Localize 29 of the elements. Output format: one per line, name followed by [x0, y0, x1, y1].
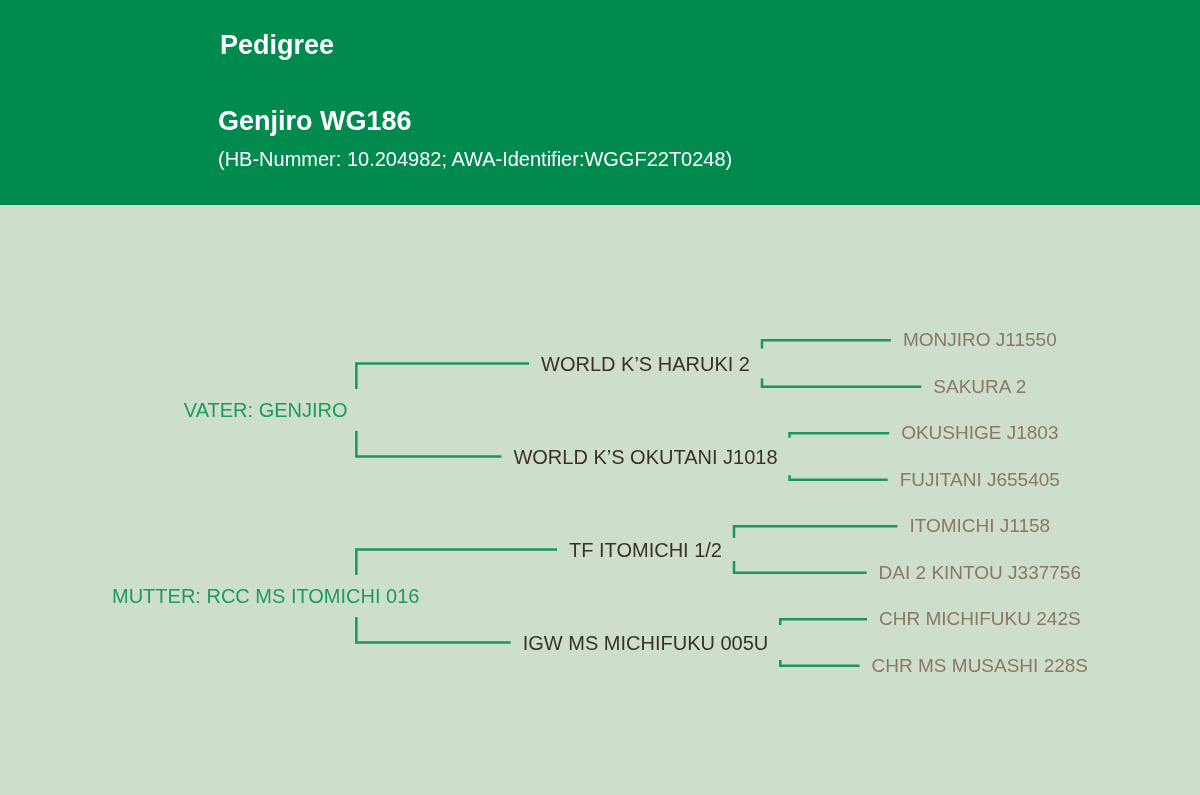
node-text: CHR MICHIFUKU 242S: [878, 608, 1081, 629]
page-title: Pedigree: [220, 30, 335, 61]
connector: [779, 618, 867, 625]
connector: [760, 339, 891, 349]
node-text: VATER: GENJIRO: [183, 399, 348, 421]
node-text: SAKURA 2: [933, 375, 1027, 397]
node-text: WORLD K’S OKUTANI J1018: [513, 445, 778, 468]
node-text: TF ITOMICHI 1/2: [569, 538, 722, 561]
connector: [788, 475, 888, 481]
node-text: MONJIRO J11550: [902, 329, 1057, 350]
node-text: WORLD K’S HARUKI 2: [541, 352, 750, 375]
animal-name: Genjiro WG186: [218, 106, 412, 137]
node-text: CHR MS MUSASHI 228S: [871, 654, 1089, 676]
node-text: DAI 2 KINTOU J337756: [878, 561, 1082, 583]
registration-numbers: (HB-Nummer: 10.204982; AWA-Identifier:WGGF22T0248): [218, 148, 733, 171]
node-text: FUJITANI J655405: [899, 468, 1060, 490]
connector: [760, 378, 922, 388]
connector: [788, 432, 890, 438]
connector: [355, 617, 511, 644]
connector: [355, 431, 502, 458]
node-text: MUTTER: RCC MS ITOMICHI 016: [112, 585, 420, 607]
connector: [355, 548, 557, 575]
node-text: IGW MS MICHIFUKU 005U: [522, 631, 769, 654]
connector: [355, 362, 530, 389]
connector: [732, 525, 898, 538]
connector: [732, 561, 867, 574]
node-text: ITOMICHI J1158: [909, 515, 1051, 536]
connector: [779, 660, 860, 667]
node-text: OKUSHIGE J1803: [901, 422, 1059, 443]
